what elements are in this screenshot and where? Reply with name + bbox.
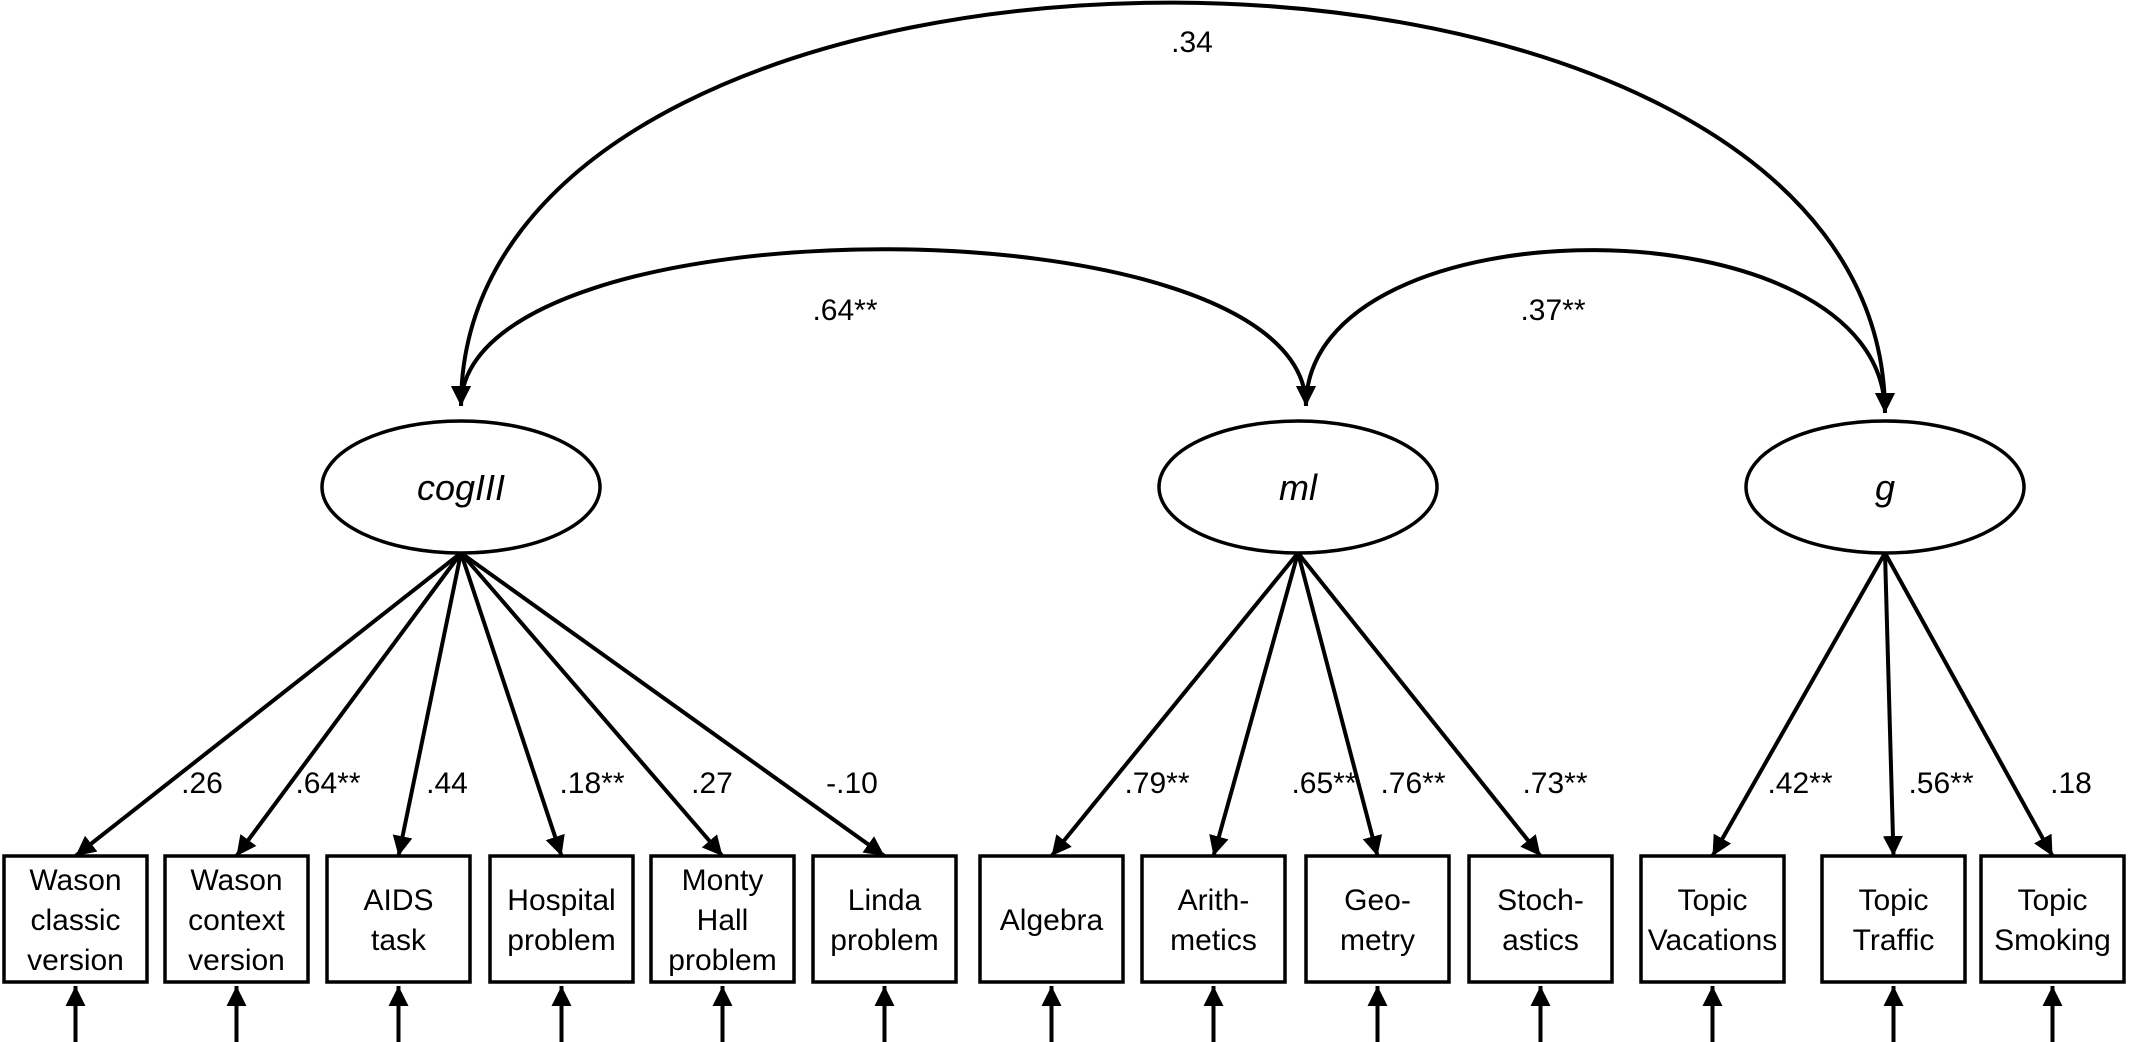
latent-ellipse-g: [1744, 419, 2026, 555]
correlation-arc-cog-ml: [451, 247, 1316, 407]
indicator-label-linda-problem-line-2: problem: [830, 924, 938, 957]
loading-label-aids-task: .44: [426, 767, 468, 800]
indicator-box-stochastics: [1467, 854, 1614, 984]
latent-ellipse-cog: [320, 419, 602, 555]
indicator-label-monty-hall-problem-line-2: Hall: [697, 904, 749, 937]
indicator-box-linda-problem: [811, 854, 958, 984]
loading-arrow-topic-smoking: [1883, 552, 2055, 857]
indicator-label-topic-smoking-line-1: Topic: [2017, 884, 2087, 917]
indicator-box-monty-hall-problem: [649, 854, 796, 984]
indicator-box-topic-vacations: [1639, 854, 1786, 984]
loading-arrow-aids-task: [392, 552, 463, 857]
indicator-label-monty-hall-problem-line-3: problem: [668, 944, 776, 977]
indicator-label-hospital-problem-line-2: problem: [507, 924, 615, 957]
loading-arrow-algebra: [1049, 551, 1300, 858]
indicator-label-stochastics-line-1: Stoch-: [1497, 884, 1584, 917]
indicator-box-topic-smoking: [1979, 854, 2126, 984]
indicator-label-arithmetics-line-1: Arith-: [1178, 884, 1250, 917]
loading-label-wason-context: .64**: [295, 767, 360, 800]
indicator-box-algebra: [978, 854, 1125, 984]
indicator-label-stochastics-line-2: astics: [1502, 924, 1579, 957]
loading-label-stochastics: .73**: [1522, 767, 1587, 800]
loading-arrow-geometry: [1296, 552, 1383, 857]
loading-label-wason-classic: .26: [181, 767, 223, 800]
latent-label-cog: cogIII: [417, 467, 505, 508]
correlation-arc-cog-g: [451, 0, 1895, 414]
indicator-label-aids-task-line-2: task: [371, 924, 427, 957]
loading-label-topic-vacations: .42**: [1767, 767, 1832, 800]
indicator-label-algebra-line-1: Algebra: [1000, 904, 1104, 937]
indicator-label-topic-smoking-line-2: Smoking: [1994, 924, 2111, 957]
indicator-box-arithmetics: [1140, 854, 1287, 984]
loading-arrow-arithmetics: [1209, 552, 1300, 857]
indicator-label-topic-traffic-line-1: Topic: [1858, 884, 1928, 917]
loading-arrow-wason-context: [234, 551, 463, 858]
latent-label-g: g: [1875, 467, 1895, 508]
loading-label-monty-hall-problem: .27: [691, 767, 733, 800]
latent-label-ml: ml: [1279, 467, 1318, 508]
loading-label-topic-traffic: .56**: [1908, 767, 1973, 800]
loading-arrow-topic-vacations: [1710, 552, 1887, 857]
loading-label-geometry: .76**: [1380, 767, 1445, 800]
correlation-label-ml-g: .37**: [1520, 294, 1585, 327]
loading-label-topic-smoking: .18: [2050, 767, 2092, 800]
latent-ellipse-ml: [1157, 419, 1439, 555]
indicator-box-wason-classic: [2, 854, 149, 984]
indicator-label-hospital-problem-line-1: Hospital: [507, 884, 615, 917]
indicator-label-wason-context-line-1: Wason: [190, 864, 282, 897]
indicator-label-geometry-line-2: metry: [1340, 924, 1415, 957]
loading-label-arithmetics: .65**: [1291, 767, 1356, 800]
indicator-box-geometry: [1304, 854, 1451, 984]
indicator-label-wason-context-line-3: version: [188, 944, 285, 977]
loading-arrow-stochastics: [1296, 551, 1543, 858]
indicator-label-arithmetics-line-2: metics: [1170, 924, 1257, 957]
indicator-box-hospital-problem: [488, 854, 635, 984]
indicator-label-linda-problem-line-1: Linda: [848, 884, 922, 917]
indicator-label-topic-traffic-line-2: Traffic: [1853, 924, 1935, 957]
correlation-label-cog-ml: .64**: [812, 294, 877, 327]
indicator-label-wason-classic-line-3: version: [27, 944, 124, 977]
loading-label-algebra: .79**: [1124, 767, 1189, 800]
loading-arrow-linda-problem: [459, 551, 886, 858]
indicator-label-wason-context-line-2: context: [188, 904, 285, 937]
indicator-label-wason-classic-line-2: classic: [30, 904, 120, 937]
loading-label-hospital-problem: .18**: [559, 767, 624, 800]
loading-label-linda-problem: -.10: [826, 767, 878, 800]
loading-arrow-wason-classic: [74, 551, 463, 858]
indicator-label-aids-task-line-1: AIDS: [363, 884, 433, 917]
indicator-label-topic-vacations-line-1: Topic: [1677, 884, 1747, 917]
indicator-box-topic-traffic: [1820, 854, 1967, 984]
correlation-arc-ml-g: [1296, 248, 1895, 414]
indicator-label-monty-hall-problem-line-1: Monty: [682, 864, 764, 897]
loading-arrow-monty-hall-problem: [459, 551, 725, 858]
loading-arrow-hospital-problem: [459, 552, 565, 857]
indicator-label-geometry-line-1: Geo-: [1344, 884, 1411, 917]
indicator-label-topic-vacations-line-2: Vacations: [1648, 924, 1778, 957]
indicator-label-wason-classic-line-1: Wason: [29, 864, 121, 897]
loading-arrow-topic-traffic: [1882, 552, 1903, 857]
indicator-box-aids-task: [325, 854, 472, 984]
indicator-box-wason-context: [163, 854, 310, 984]
correlation-label-cog-g: .34: [1171, 26, 1213, 59]
